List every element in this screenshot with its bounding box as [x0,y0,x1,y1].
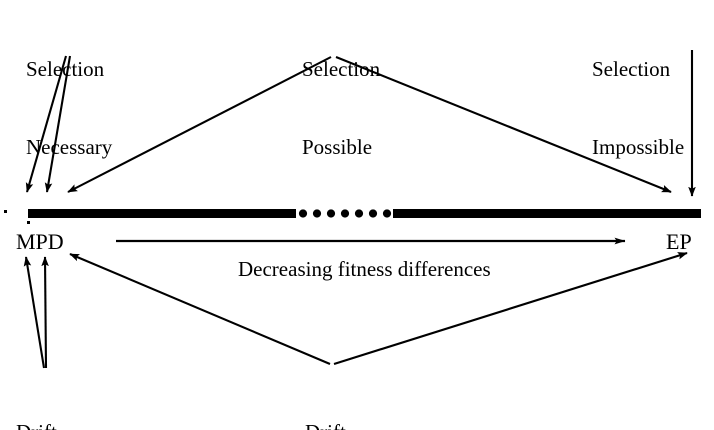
spectrum-bar-left-segment [28,209,296,218]
label-drift-impossible: Drift Impossible [16,367,108,430]
label-selection-possible-line2: Possible [302,135,373,159]
label-selection-impossible-line2: Impossible [592,135,685,159]
label-axis-left-mpd: MPD [16,229,64,254]
label-selection-necessary-line2: Necessary [26,135,113,159]
arrow-drift-possible-to-ep [333,251,688,366]
stray-mark-upper-left [4,210,7,213]
arrow-drift-impossible-to-mpd-inner [41,256,49,369]
arrow-drift-possible-to-mpd [69,253,331,365]
arrow-selection-possible-to-ep [335,56,672,193]
label-drift-impossible-line1: Drift [16,419,108,430]
label-selection-possible-line1: Selection [302,57,381,81]
arrow-selection-necessary-to-mpd-inner [44,55,72,193]
label-selection-impossible: Selection Impossible [592,4,684,212]
label-selection-necessary-line1: Selection [26,57,105,81]
label-selection-necessary: Selection Necessary [26,4,112,212]
stray-mark-below-bar [27,221,30,224]
label-selection-possible: Selection Possible [302,4,380,212]
spectrum-bar-dotted-gap [298,209,392,218]
arrow-selection-necessary-to-mpd-outer [25,55,68,193]
arrow-drift-impossible-to-mpd-outer [23,256,46,369]
label-selection-impossible-line1: Selection [592,57,671,81]
label-axis-right-ep: EP [666,229,692,254]
label-drift-possible-line1: Drift [305,419,375,430]
label-axis-caption: Decreasing fitness differences [238,257,491,281]
arrow-selection-possible-to-mpd [67,56,332,193]
label-drift-possible: Drift Possible [305,367,375,430]
spectrum-bar-right-segment [393,209,701,218]
